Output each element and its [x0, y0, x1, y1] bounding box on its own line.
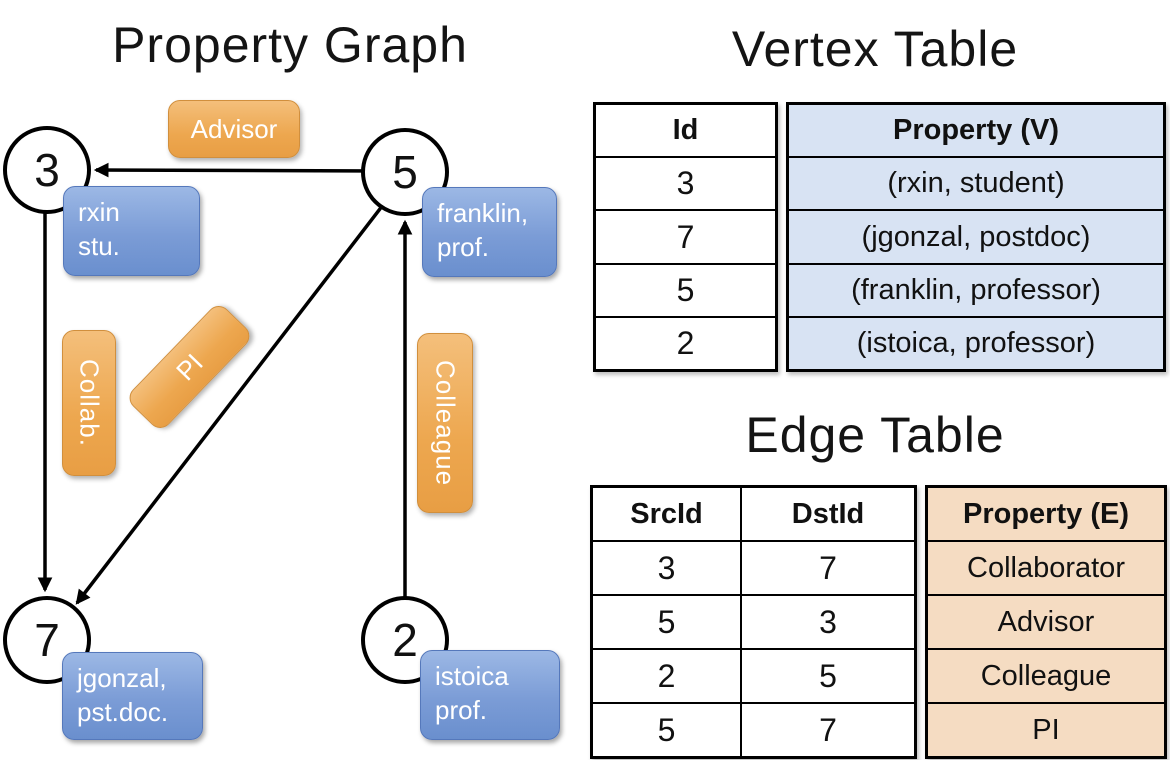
edge-dst-header: DstId	[791, 497, 865, 530]
edge-dst-cell: 7	[819, 549, 837, 586]
edge-label-collab: Collab.	[62, 330, 116, 476]
edge-table: SrcId DstId 3 7 5 3 2 5 5 7 Property (E)	[590, 485, 1167, 759]
edge-src-header: SrcId	[593, 488, 742, 540]
table-header-row: SrcId DstId	[593, 488, 914, 542]
vertex-id-header: Id	[672, 114, 699, 147]
edge-property-cell: Colleague	[980, 659, 1112, 692]
node-id-2: 2	[392, 614, 418, 666]
table-row: Colleague	[928, 650, 1164, 704]
edge-property-cell: Advisor	[997, 605, 1095, 638]
edge-src-cell: 5	[593, 704, 742, 756]
table-row: 2	[596, 318, 775, 369]
vertex-id-cell: 7	[676, 218, 695, 255]
edge-arrow-5-to-7	[75, 186, 398, 605]
vertex-prop-line: franklin,	[437, 198, 529, 228]
vertex-table: Id 3 7 5 2 Property (V) (rxin, student)	[593, 102, 1166, 372]
vertex-prop-box-rxin: rxin stu.	[63, 186, 200, 276]
node-circle-2: 2	[361, 596, 449, 684]
vertex-table-property-column: Property (V) (rxin, student) (jgonzal, p…	[786, 102, 1166, 372]
vertex-prop-box-franklin: franklin, prof.	[422, 187, 557, 277]
edge-label-advisor: Advisor	[168, 100, 300, 158]
vertex-prop-line: prof.	[437, 232, 490, 263]
edge-property-header: Property (E)	[963, 497, 1129, 530]
vertex-table-title: Vertex Table	[731, 21, 1019, 77]
property-graph-title: Property Graph	[112, 17, 468, 73]
vertex-prop-box-istoica: istoica prof.	[420, 650, 560, 740]
vertex-prop-line: istoica	[435, 661, 509, 691]
vertex-prop-line: prof.	[435, 695, 488, 726]
table-row: PI	[928, 704, 1164, 756]
table-row: (jgonzal, postdoc)	[789, 211, 1163, 265]
edge-property-cell: PI	[1032, 713, 1060, 746]
edge-src-cell: 5	[593, 596, 742, 648]
table-header-row: Id	[596, 105, 775, 159]
edge-label-text: Collab.	[74, 359, 105, 447]
edge-src-cell: 3	[593, 542, 742, 594]
edge-arrow-5-to-3	[93, 162, 401, 178]
node-circle-5: 5	[361, 128, 449, 216]
edge-label-text: Colleague	[430, 359, 461, 487]
table-row: (istoica, professor)	[789, 318, 1163, 369]
node-id-3: 3	[34, 144, 60, 196]
vertex-prop-line: pst.doc.	[77, 697, 169, 728]
table-row: (franklin, professor)	[789, 265, 1163, 318]
table-header-row: Property (E)	[928, 488, 1164, 542]
edge-label-text: PI	[169, 347, 209, 386]
edge-dst-cell: 5	[819, 657, 837, 694]
vertex-prop-line: jgonzal,	[77, 663, 167, 693]
vertex-property-cell: (franklin, professor)	[851, 273, 1101, 306]
edge-table-ids-columns: SrcId DstId 3 7 5 3 2 5 5 7	[590, 485, 917, 759]
node-id-7: 7	[34, 614, 60, 666]
vertex-property-cell: (rxin, student)	[887, 167, 1065, 200]
table-row: 2 5	[593, 650, 914, 704]
table-row: 5 7	[593, 704, 914, 756]
node-id-5: 5	[392, 146, 418, 198]
graph-edges-canvas	[37, 162, 413, 618]
table-row: 7	[596, 211, 775, 265]
table-row: 3	[596, 158, 775, 212]
table-row: 5	[596, 265, 775, 318]
edge-label-text: Advisor	[190, 113, 278, 144]
vertex-id-cell: 3	[676, 165, 695, 202]
vertex-property-cell: (istoica, professor)	[856, 326, 1096, 359]
edge-label-colleague: Colleague	[417, 333, 473, 513]
vertex-property-cell: (jgonzal, postdoc)	[861, 220, 1091, 253]
table-row: 3 7	[593, 542, 914, 596]
table-row: 5 3	[593, 596, 914, 650]
table-row: Advisor	[928, 596, 1164, 650]
vertex-property-header: Property (V)	[893, 114, 1059, 147]
table-row: Collaborator	[928, 542, 1164, 596]
edge-src-cell: 2	[593, 650, 742, 702]
vertex-id-cell: 5	[676, 271, 695, 308]
edge-dst-cell: 3	[819, 603, 837, 640]
edge-table-property-column: Property (E) Collaborator Advisor Collea…	[925, 485, 1167, 759]
edge-dst-cell: 7	[819, 711, 837, 748]
vertex-prop-line: stu.	[78, 231, 120, 262]
vertex-prop-box-jgonzal: jgonzal, pst.doc.	[62, 652, 203, 740]
edge-table-title: Edge Table	[745, 407, 1005, 463]
vertex-id-cell: 2	[676, 324, 695, 361]
table-row: (rxin, student)	[789, 158, 1163, 212]
vertex-prop-line: rxin	[78, 197, 120, 227]
vertex-table-id-column: Id 3 7 5 2	[593, 102, 778, 372]
edge-property-cell: Collaborator	[967, 551, 1125, 584]
table-header-row: Property (V)	[789, 105, 1163, 159]
